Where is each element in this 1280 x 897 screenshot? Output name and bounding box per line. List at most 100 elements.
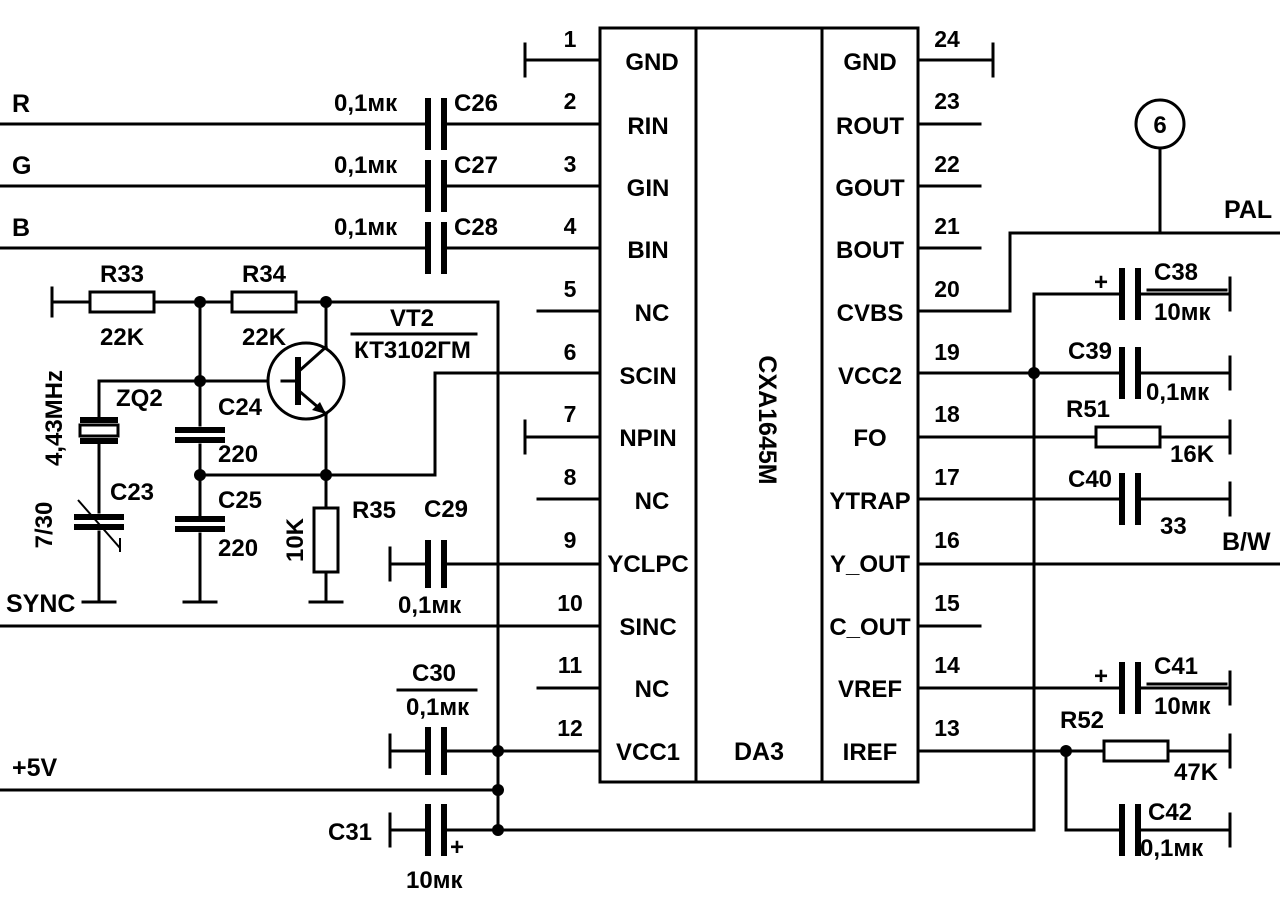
vt2-ref: VT2	[390, 305, 434, 332]
c41-polarity: +	[1094, 663, 1108, 690]
pin-number-6: 6	[564, 339, 577, 365]
zq2-freq: 4,43MHz	[41, 370, 68, 466]
c29-value: 0,1мк	[398, 592, 462, 619]
pin-name-23: ROUT	[836, 113, 904, 140]
c24-ref: C24	[218, 394, 263, 421]
r51-ref: R51	[1066, 396, 1110, 423]
pin-name-12: VCC1	[616, 739, 680, 766]
cvbs-output: 6 PAL	[916, 98, 1280, 313]
pin-number-15: 15	[934, 590, 960, 616]
c30-vcc1: C30 0,1мк	[388, 660, 602, 775]
pin-number-8: 8	[564, 464, 577, 490]
pin-number-21: 21	[934, 213, 960, 239]
c29-ref: C29	[424, 496, 468, 523]
pin-name-18: FO	[853, 425, 886, 452]
pin-name-22: GOUT	[835, 175, 905, 202]
pin-number-9: 9	[564, 527, 577, 553]
c23-value: 7/30	[31, 502, 58, 549]
c38-polarity: +	[1094, 269, 1108, 296]
c31-polarity: +	[450, 834, 464, 861]
r52-body	[1102, 739, 1170, 763]
c23-ref: C23	[110, 479, 154, 506]
c28-value: 0,1мк	[334, 214, 398, 241]
sync-input: SYNC	[0, 590, 602, 628]
r52-value: 47K	[1174, 759, 1219, 786]
pin-name-4: BIN	[627, 237, 668, 264]
ic-body	[598, 26, 920, 784]
c25-value: 220	[218, 535, 258, 562]
pin-number-3: 3	[564, 151, 577, 177]
net-label-bw: B/W	[1222, 528, 1271, 556]
oscillator-section: R33 22K R34 22K C24 220 C25 220 ZQ2 4,43…	[31, 261, 602, 832]
r35-body	[312, 506, 340, 574]
c38-value: 10мк	[1154, 299, 1211, 326]
pin-number-12: 12	[557, 715, 583, 741]
c39-value: 0,1мк	[1146, 379, 1210, 406]
vt2-body	[266, 341, 346, 421]
left-pin-numbers: 1 2 3 4 5 6 7 8 9 10 11 12	[557, 26, 583, 741]
c26-value: 0,1мк	[334, 90, 398, 117]
yout-output: B/W	[916, 528, 1280, 566]
c23-trim-arrow	[77, 499, 121, 549]
pin24-ground	[916, 42, 995, 78]
c41-ref: C41	[1154, 653, 1198, 680]
left-pin-names: GND RIN GIN BIN NC SCIN NPIN NC YCLPC SI…	[607, 49, 688, 766]
pin-number-7: 7	[564, 401, 577, 427]
pin-number-23: 23	[934, 88, 960, 114]
c39-ref: C39	[1068, 338, 1112, 365]
pin-number-24: 24	[934, 26, 960, 52]
pin-name-24: GND	[843, 49, 896, 76]
r33-value: 22K	[100, 324, 145, 351]
c40-ref: C40	[1068, 466, 1112, 493]
pin-number-2: 2	[564, 88, 577, 114]
net-label-r: R	[12, 90, 30, 118]
c42-value: 0,1мк	[1140, 835, 1204, 862]
net-label-pal: PAL	[1224, 196, 1272, 224]
r35-ref: R35	[352, 497, 396, 524]
zq2-ref: ZQ2	[116, 385, 163, 412]
pin-name-9: YCLPC	[607, 551, 688, 578]
c42-ref: C42	[1148, 799, 1192, 826]
r33-ref: R33	[100, 261, 144, 288]
right-pin-names: GND ROUT GOUT BOUT CVBS VCC2 FO YTRAP Y_…	[829, 49, 911, 766]
pin-number-14: 14	[934, 652, 960, 678]
pin-name-13: IREF	[843, 739, 898, 766]
pin1-ground	[523, 42, 602, 78]
c31-value: 10мк	[406, 867, 463, 894]
pin-number-18: 18	[934, 401, 960, 427]
ic-part-number: CXA1645M	[753, 355, 781, 484]
c29-yclpc: C29 0,1мк	[388, 496, 602, 619]
pin-name-3: GIN	[627, 175, 670, 202]
connector-6-circle	[1134, 98, 1186, 150]
net-label-b: B	[12, 214, 30, 242]
c41-vref: + C41 10мк	[916, 653, 1232, 720]
ic-designator: DA3	[734, 738, 784, 766]
c30-ref: C30	[412, 660, 456, 687]
pin-name-14: VREF	[838, 676, 902, 703]
right-pin-numbers: 24 23 22 21 20 19 18 17 16 15 14 13	[934, 26, 960, 741]
pin-number-20: 20	[934, 276, 960, 302]
pin-number-17: 17	[934, 464, 960, 490]
r34-body	[230, 290, 298, 314]
c26-ref: C26	[454, 90, 498, 117]
r52-ref: R52	[1060, 707, 1104, 734]
net-label-sync: SYNC	[6, 590, 75, 618]
pin-name-10: SINC	[619, 614, 676, 641]
ic-da3: CXA1645M DA3	[598, 26, 920, 784]
c25-ref: C25	[218, 487, 262, 514]
pin-name-7: NPIN	[619, 425, 676, 452]
pin-name-15: C_OUT	[829, 614, 911, 641]
pin-number-16: 16	[934, 527, 960, 553]
pin-number-5: 5	[564, 276, 577, 302]
c24-value: 220	[218, 441, 258, 468]
c31-ref: C31	[328, 819, 372, 846]
vcc2-decoupling: + C38 10мк C39 0,1мк	[916, 259, 1232, 832]
pin-name-20: CVBS	[837, 300, 904, 327]
pin-name-19: VCC2	[838, 363, 902, 390]
net-label-g: G	[12, 152, 31, 180]
pin-number-4: 4	[564, 213, 577, 239]
r51-value: 16K	[1170, 441, 1215, 468]
c30-value: 0,1мк	[406, 694, 470, 721]
